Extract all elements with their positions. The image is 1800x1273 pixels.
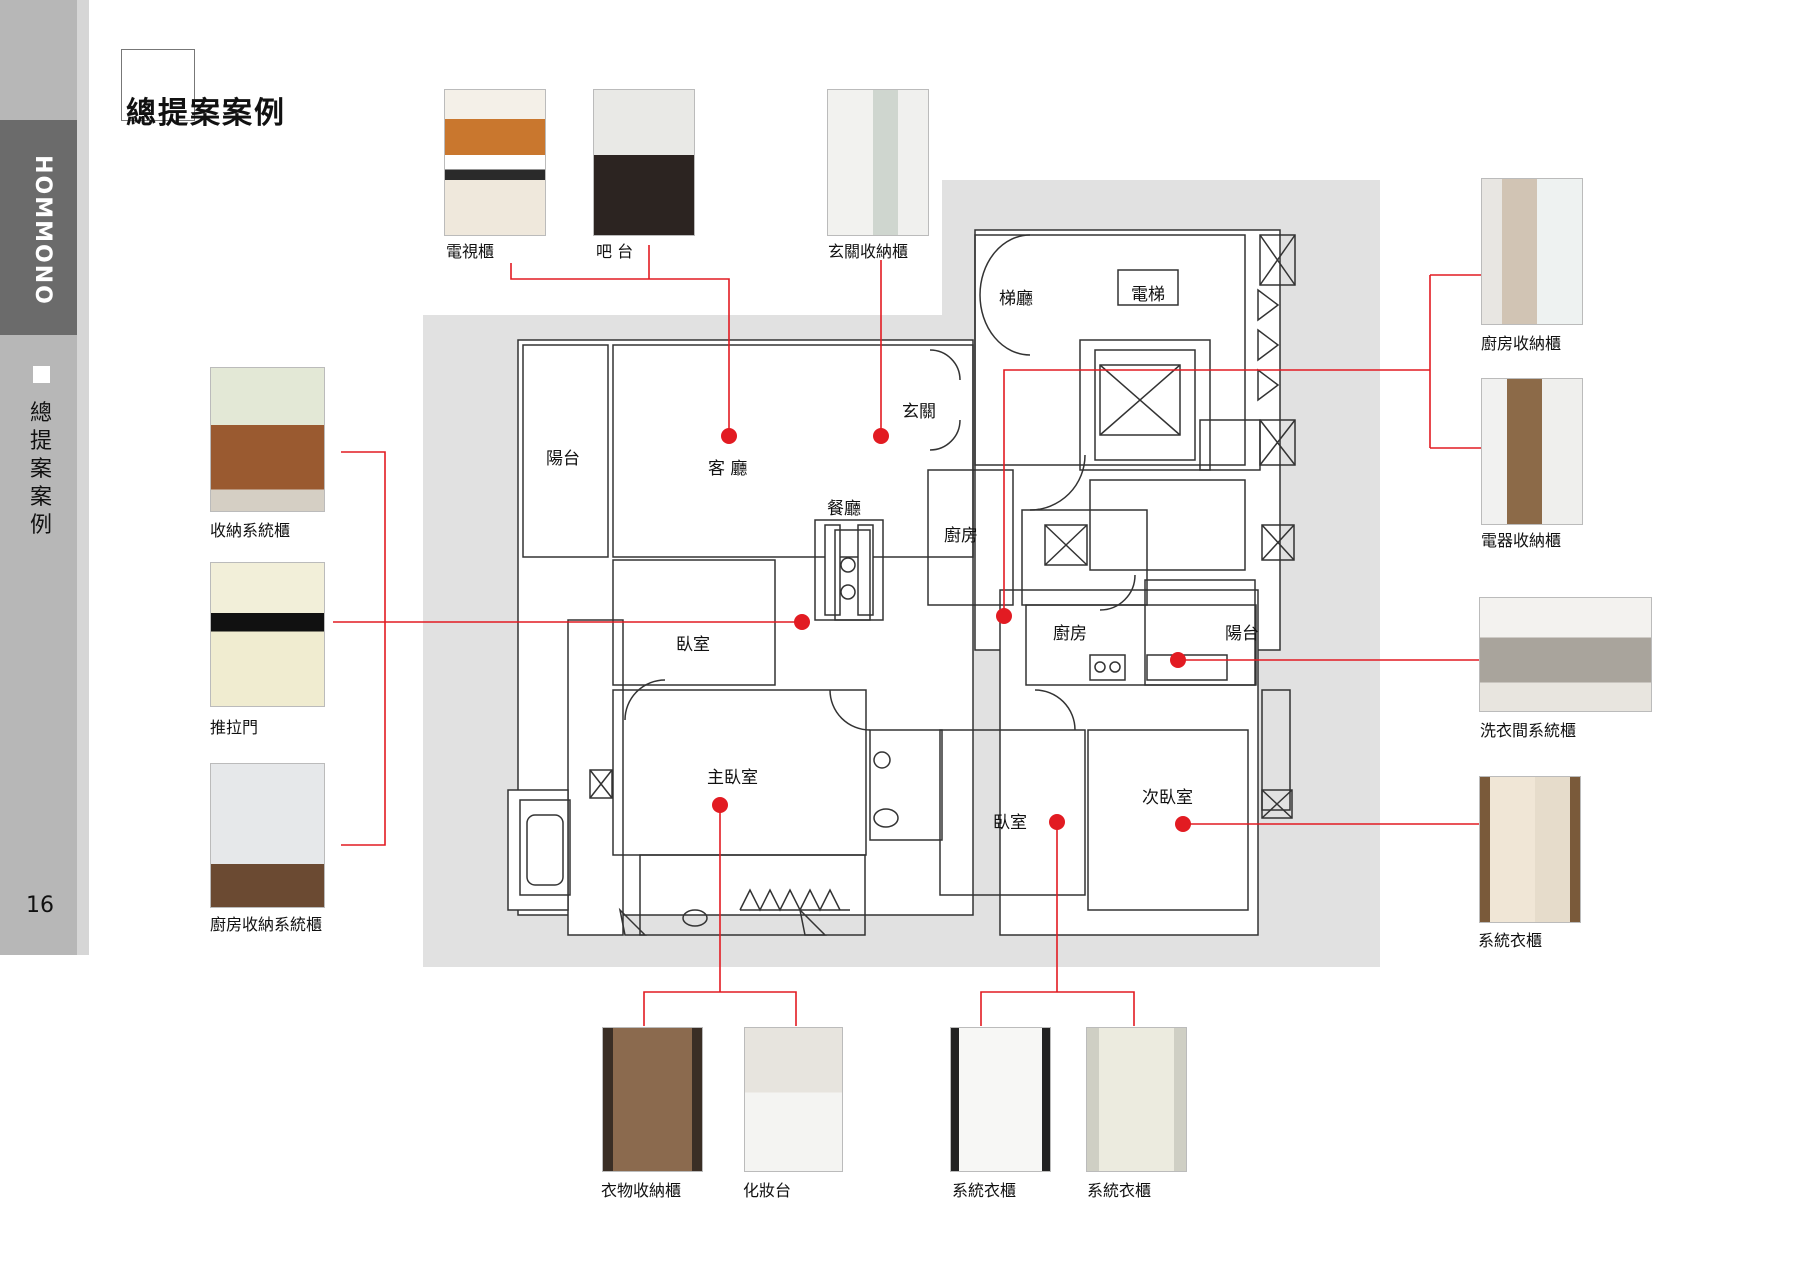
title-frame — [121, 49, 195, 121]
photo-clothes-storage — [602, 1027, 703, 1172]
room-label-foyer: 玄關 — [902, 402, 936, 422]
sidebar-top-block — [0, 0, 80, 120]
caption-laundry-system: 洗衣間系統櫃 — [1480, 721, 1577, 740]
caption-wardrobe-b: 系統衣櫃 — [1087, 1181, 1152, 1200]
room-label-living: 客 廳 — [708, 459, 748, 479]
photo-vanity — [744, 1027, 843, 1172]
square-icon — [33, 366, 50, 383]
caption-sliding-door: 推拉門 — [210, 718, 259, 737]
sidebar-brand-block — [0, 120, 80, 335]
room-label-bedroom-left: 臥室 — [676, 635, 710, 655]
caption-entry-storage: 玄關收納櫃 — [828, 242, 909, 261]
caption-storage-system: 收納系統櫃 — [210, 521, 291, 540]
photo-laundry-system — [1479, 597, 1652, 712]
photo-wardrobe-right — [1479, 776, 1581, 923]
caption-wardrobe-right: 系統衣櫃 — [1478, 931, 1543, 950]
sidebar-title-block — [0, 335, 80, 857]
caption-tv-cabinet: 電視櫃 — [446, 242, 495, 261]
room-label-kitchen-lower: 廚房 — [1053, 624, 1087, 644]
caption-wardrobe-a: 系統衣櫃 — [952, 1181, 1017, 1200]
room-label-balcony-right: 陽台 — [1225, 624, 1259, 644]
photo-kitchen-storage — [1481, 178, 1583, 325]
room-label-bedroom-center: 臥室 — [993, 813, 1027, 833]
photo-bar-counter — [593, 89, 695, 236]
room-label-dining: 餐廳 — [827, 499, 861, 519]
room-label-second-bedroom: 次臥室 — [1142, 788, 1193, 808]
caption-clothes-storage: 衣物收納櫃 — [601, 1181, 682, 1200]
caption-kitchen-storage: 廚房收納櫃 — [1481, 334, 1562, 353]
sidebar-vertical-title: 總提案案例 — [29, 401, 52, 538]
photo-sliding-door — [210, 562, 325, 707]
photo-tv-cabinet — [444, 89, 546, 236]
caption-appliance-storage: 電器收納櫃 — [1481, 531, 1562, 550]
photo-storage-system — [210, 367, 325, 512]
caption-bar-counter: 吧 台 — [596, 242, 634, 261]
sidebar-stripe — [77, 0, 89, 955]
photo-entry-storage — [827, 89, 929, 236]
room-label-kitchen-upper: 廚房 — [944, 526, 978, 546]
photo-wardrobe-b — [1086, 1027, 1187, 1172]
room-label-elevator: 電梯 — [1131, 285, 1165, 305]
caption-kitchen-system: 廚房收納系統櫃 — [210, 915, 323, 934]
caption-vanity: 化妝台 — [743, 1181, 792, 1200]
room-label-master-bedroom: 主臥室 — [707, 768, 758, 788]
page-title: 總提案案例 — [126, 96, 286, 131]
room-label-balcony-left: 陽台 — [546, 449, 580, 469]
photo-wardrobe-a — [950, 1027, 1051, 1172]
sidebar-page-block — [0, 857, 80, 955]
page-number: 16 — [26, 893, 54, 918]
sidebar: HOMMONO 總提案案例 16 — [0, 0, 89, 955]
photo-kitchen-system — [210, 763, 325, 908]
room-label-stair-hall: 梯廳 — [999, 289, 1033, 309]
photo-appliance-storage — [1481, 378, 1583, 525]
